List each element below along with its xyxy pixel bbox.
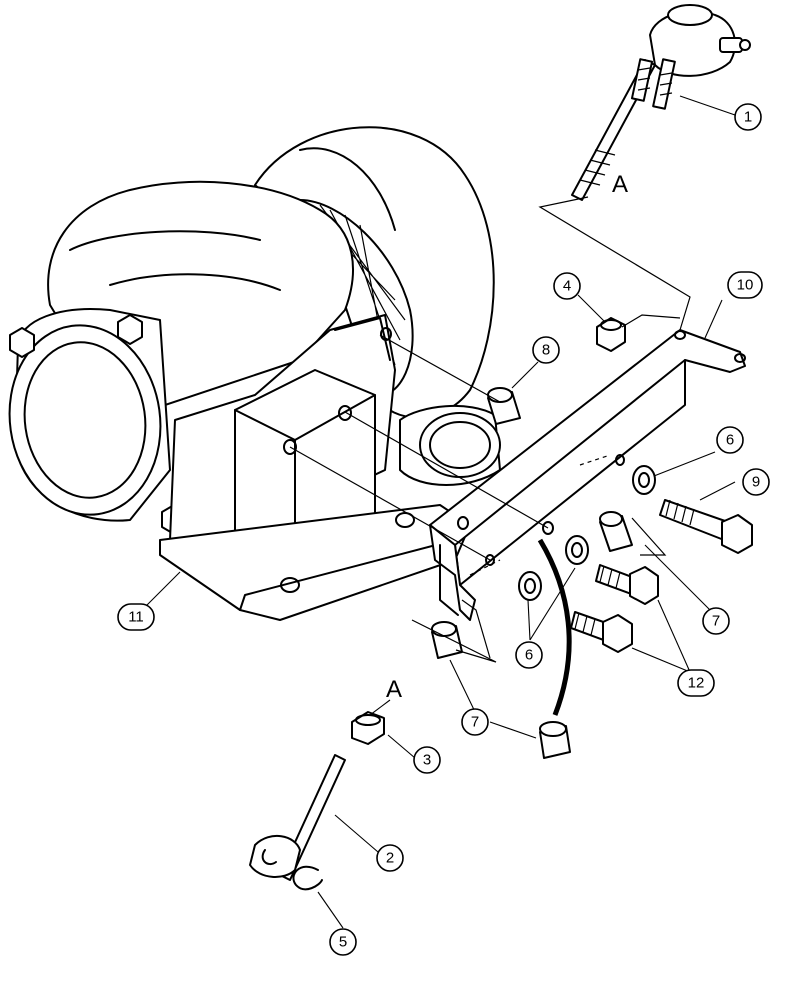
svg-text:1: 1 [744, 109, 752, 126]
bolt-9 [659, 499, 753, 554]
callout-12: 12 [677, 669, 715, 697]
svg-text:11: 11 [128, 609, 144, 626]
svg-text:6: 6 [726, 432, 734, 449]
callout-10: 10 [727, 271, 763, 299]
bracket [429, 329, 746, 621]
svg-text:3: 3 [423, 752, 431, 769]
washers-6 [518, 465, 656, 601]
turbocharger [8, 126, 501, 621]
callout-6-upper: 6 [716, 426, 744, 454]
nut-4 [596, 317, 626, 352]
detail-ref-bottom: A [386, 676, 402, 703]
svg-text:4: 4 [563, 278, 571, 295]
svg-text:2: 2 [386, 850, 394, 867]
svg-text:10: 10 [737, 277, 754, 294]
callout-8: 8 [532, 336, 560, 364]
callout-4: 4 [553, 272, 581, 300]
callout-11: 11 [117, 603, 155, 631]
bracket-curve [537, 538, 572, 716]
wastegate-actuator [571, 4, 751, 201]
callout-6-lower: 6 [515, 641, 543, 669]
bolts-12 [570, 564, 659, 653]
callout-7-right: 7 [702, 607, 730, 635]
svg-text:6: 6 [525, 647, 533, 664]
leader-lines [144, 95, 736, 929]
svg-text:7: 7 [471, 714, 479, 731]
spacers-7 [431, 511, 633, 759]
svg-text:5: 5 [339, 934, 347, 951]
control-rod [249, 711, 385, 891]
callout-1: 1 [734, 103, 762, 131]
assembly-lines [289, 196, 691, 663]
callout-7-lower: 7 [461, 708, 489, 736]
callout-9: 9 [742, 468, 770, 496]
detail-ref-top: A [612, 171, 628, 198]
callout-3: 3 [413, 746, 441, 774]
callout-5: 5 [329, 928, 357, 956]
svg-text:9: 9 [752, 474, 760, 491]
callout-2: 2 [376, 844, 404, 872]
svg-text:12: 12 [688, 675, 705, 692]
svg-text:7: 7 [712, 613, 720, 630]
svg-text:8: 8 [542, 342, 550, 359]
